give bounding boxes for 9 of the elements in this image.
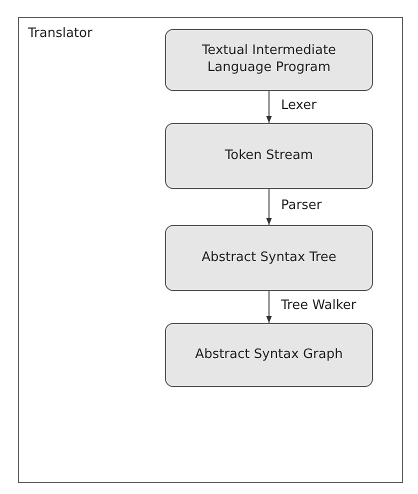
arrow bbox=[266, 188, 272, 226]
container-frame bbox=[18, 17, 403, 483]
arrow bbox=[266, 90, 272, 124]
process-box: Textual Intermediate Language Program bbox=[165, 29, 373, 91]
process-box: Abstract Syntax Graph bbox=[165, 323, 373, 387]
frame-title: Translator bbox=[28, 26, 92, 41]
process-box: Token Stream bbox=[165, 123, 373, 189]
process-box: Abstract Syntax Tree bbox=[165, 225, 373, 291]
arrow bbox=[266, 290, 272, 324]
